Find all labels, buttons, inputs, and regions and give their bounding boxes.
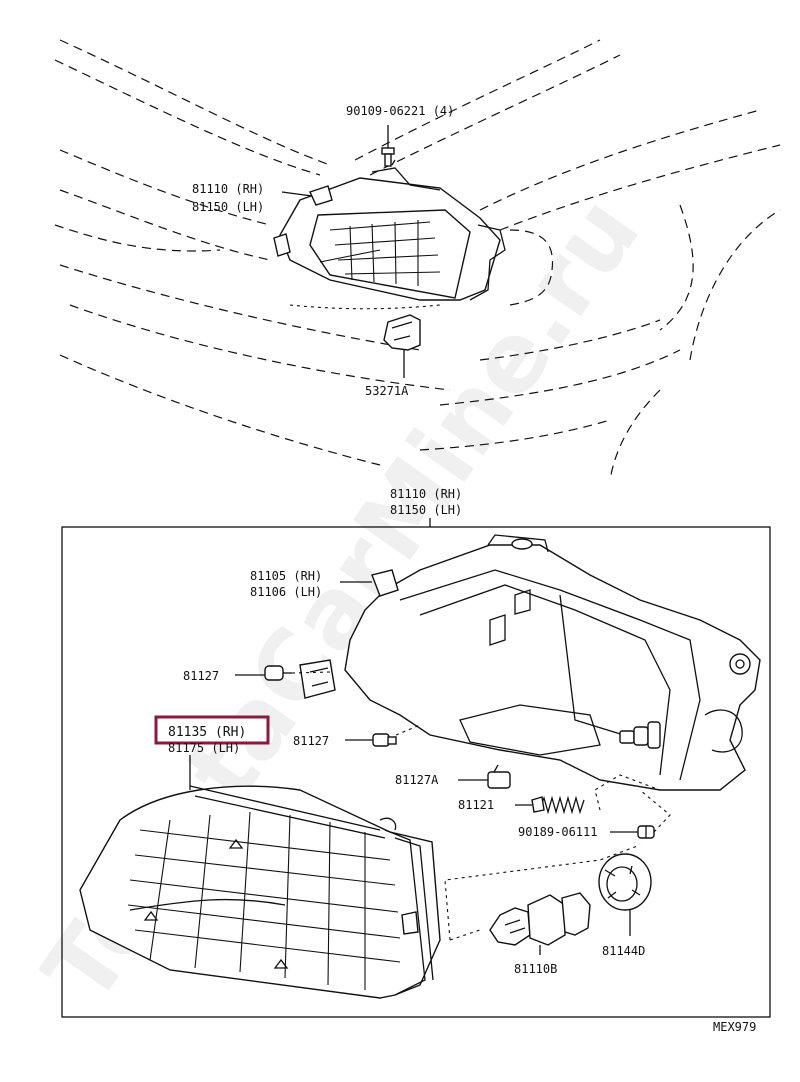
bolt-icon xyxy=(381,125,396,167)
bulb-icon xyxy=(489,892,591,955)
label-bulb[interactable]: 81110B xyxy=(514,962,557,976)
label-bracket-lh[interactable]: 81106 (LH) xyxy=(250,585,322,599)
highlight-box xyxy=(154,715,270,745)
label-bolt[interactable]: 90109-06221 (4) xyxy=(346,104,454,118)
headlamp-unit-icon xyxy=(79,785,441,999)
headlamp-top-icon xyxy=(273,167,506,301)
label-nut[interactable]: 81127A xyxy=(395,773,439,787)
adjuster-icon xyxy=(619,721,661,749)
label-bracket-rh[interactable]: 81105 (RH) xyxy=(250,569,322,583)
bracket-icon xyxy=(383,314,421,378)
label-unit-lh[interactable]: 81175 (LH) xyxy=(168,741,240,755)
label-headlamp-top-lh[interactable]: 81150 (LH) xyxy=(192,200,264,214)
label-bracket[interactable]: 53271A xyxy=(365,384,409,398)
small-screw-icon xyxy=(637,825,655,839)
adjuster-spring-icon xyxy=(531,795,585,815)
exploded-view-frame xyxy=(61,526,771,1018)
diagram-code: MEX979 xyxy=(713,1020,756,1034)
label-assembly-lh[interactable]: 81150 (LH) xyxy=(390,503,462,517)
bracket-81105-icon xyxy=(299,569,399,699)
screw-upper-icon xyxy=(264,665,292,681)
label-spring[interactable]: 81121 xyxy=(458,798,494,812)
label-socket-cover[interactable]: 81144D xyxy=(602,944,645,958)
screw-lower-icon xyxy=(372,733,397,747)
label-assembly-rh[interactable]: 81110 (RH) xyxy=(390,487,462,501)
label-screw-lower[interactable]: 81127 xyxy=(293,734,329,748)
socket-cover-icon xyxy=(598,853,652,936)
label-unit-rh[interactable]: 81135 (RH) xyxy=(168,725,246,740)
label-headlamp-top-rh[interactable]: 81110 (RH) xyxy=(192,182,264,196)
nut-icon xyxy=(487,764,511,789)
car-front-outline xyxy=(54,39,781,481)
label-small-screw[interactable]: 90189-06111 xyxy=(518,825,597,839)
label-screw-upper[interactable]: 81127 xyxy=(183,669,219,683)
